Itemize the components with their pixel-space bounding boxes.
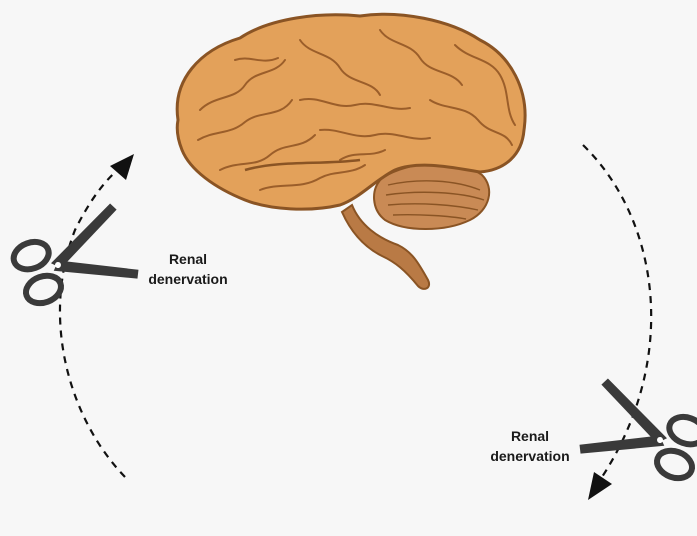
left-arrowhead: [110, 154, 134, 180]
label-line-1: Renal: [128, 249, 248, 269]
left-dashed-arrow: [60, 166, 125, 477]
label-line-2: denervation: [128, 269, 248, 289]
right-dashed-arrow: [583, 145, 651, 480]
renal-denervation-label-left: Renal denervation: [128, 249, 248, 289]
right-arrowhead: [588, 472, 612, 500]
label-line-2: denervation: [470, 446, 590, 466]
brain-icon: [177, 14, 525, 289]
scissors-icon: [7, 202, 141, 316]
label-line-1: Renal: [470, 426, 590, 446]
renal-denervation-label-right: Renal denervation: [470, 426, 590, 466]
